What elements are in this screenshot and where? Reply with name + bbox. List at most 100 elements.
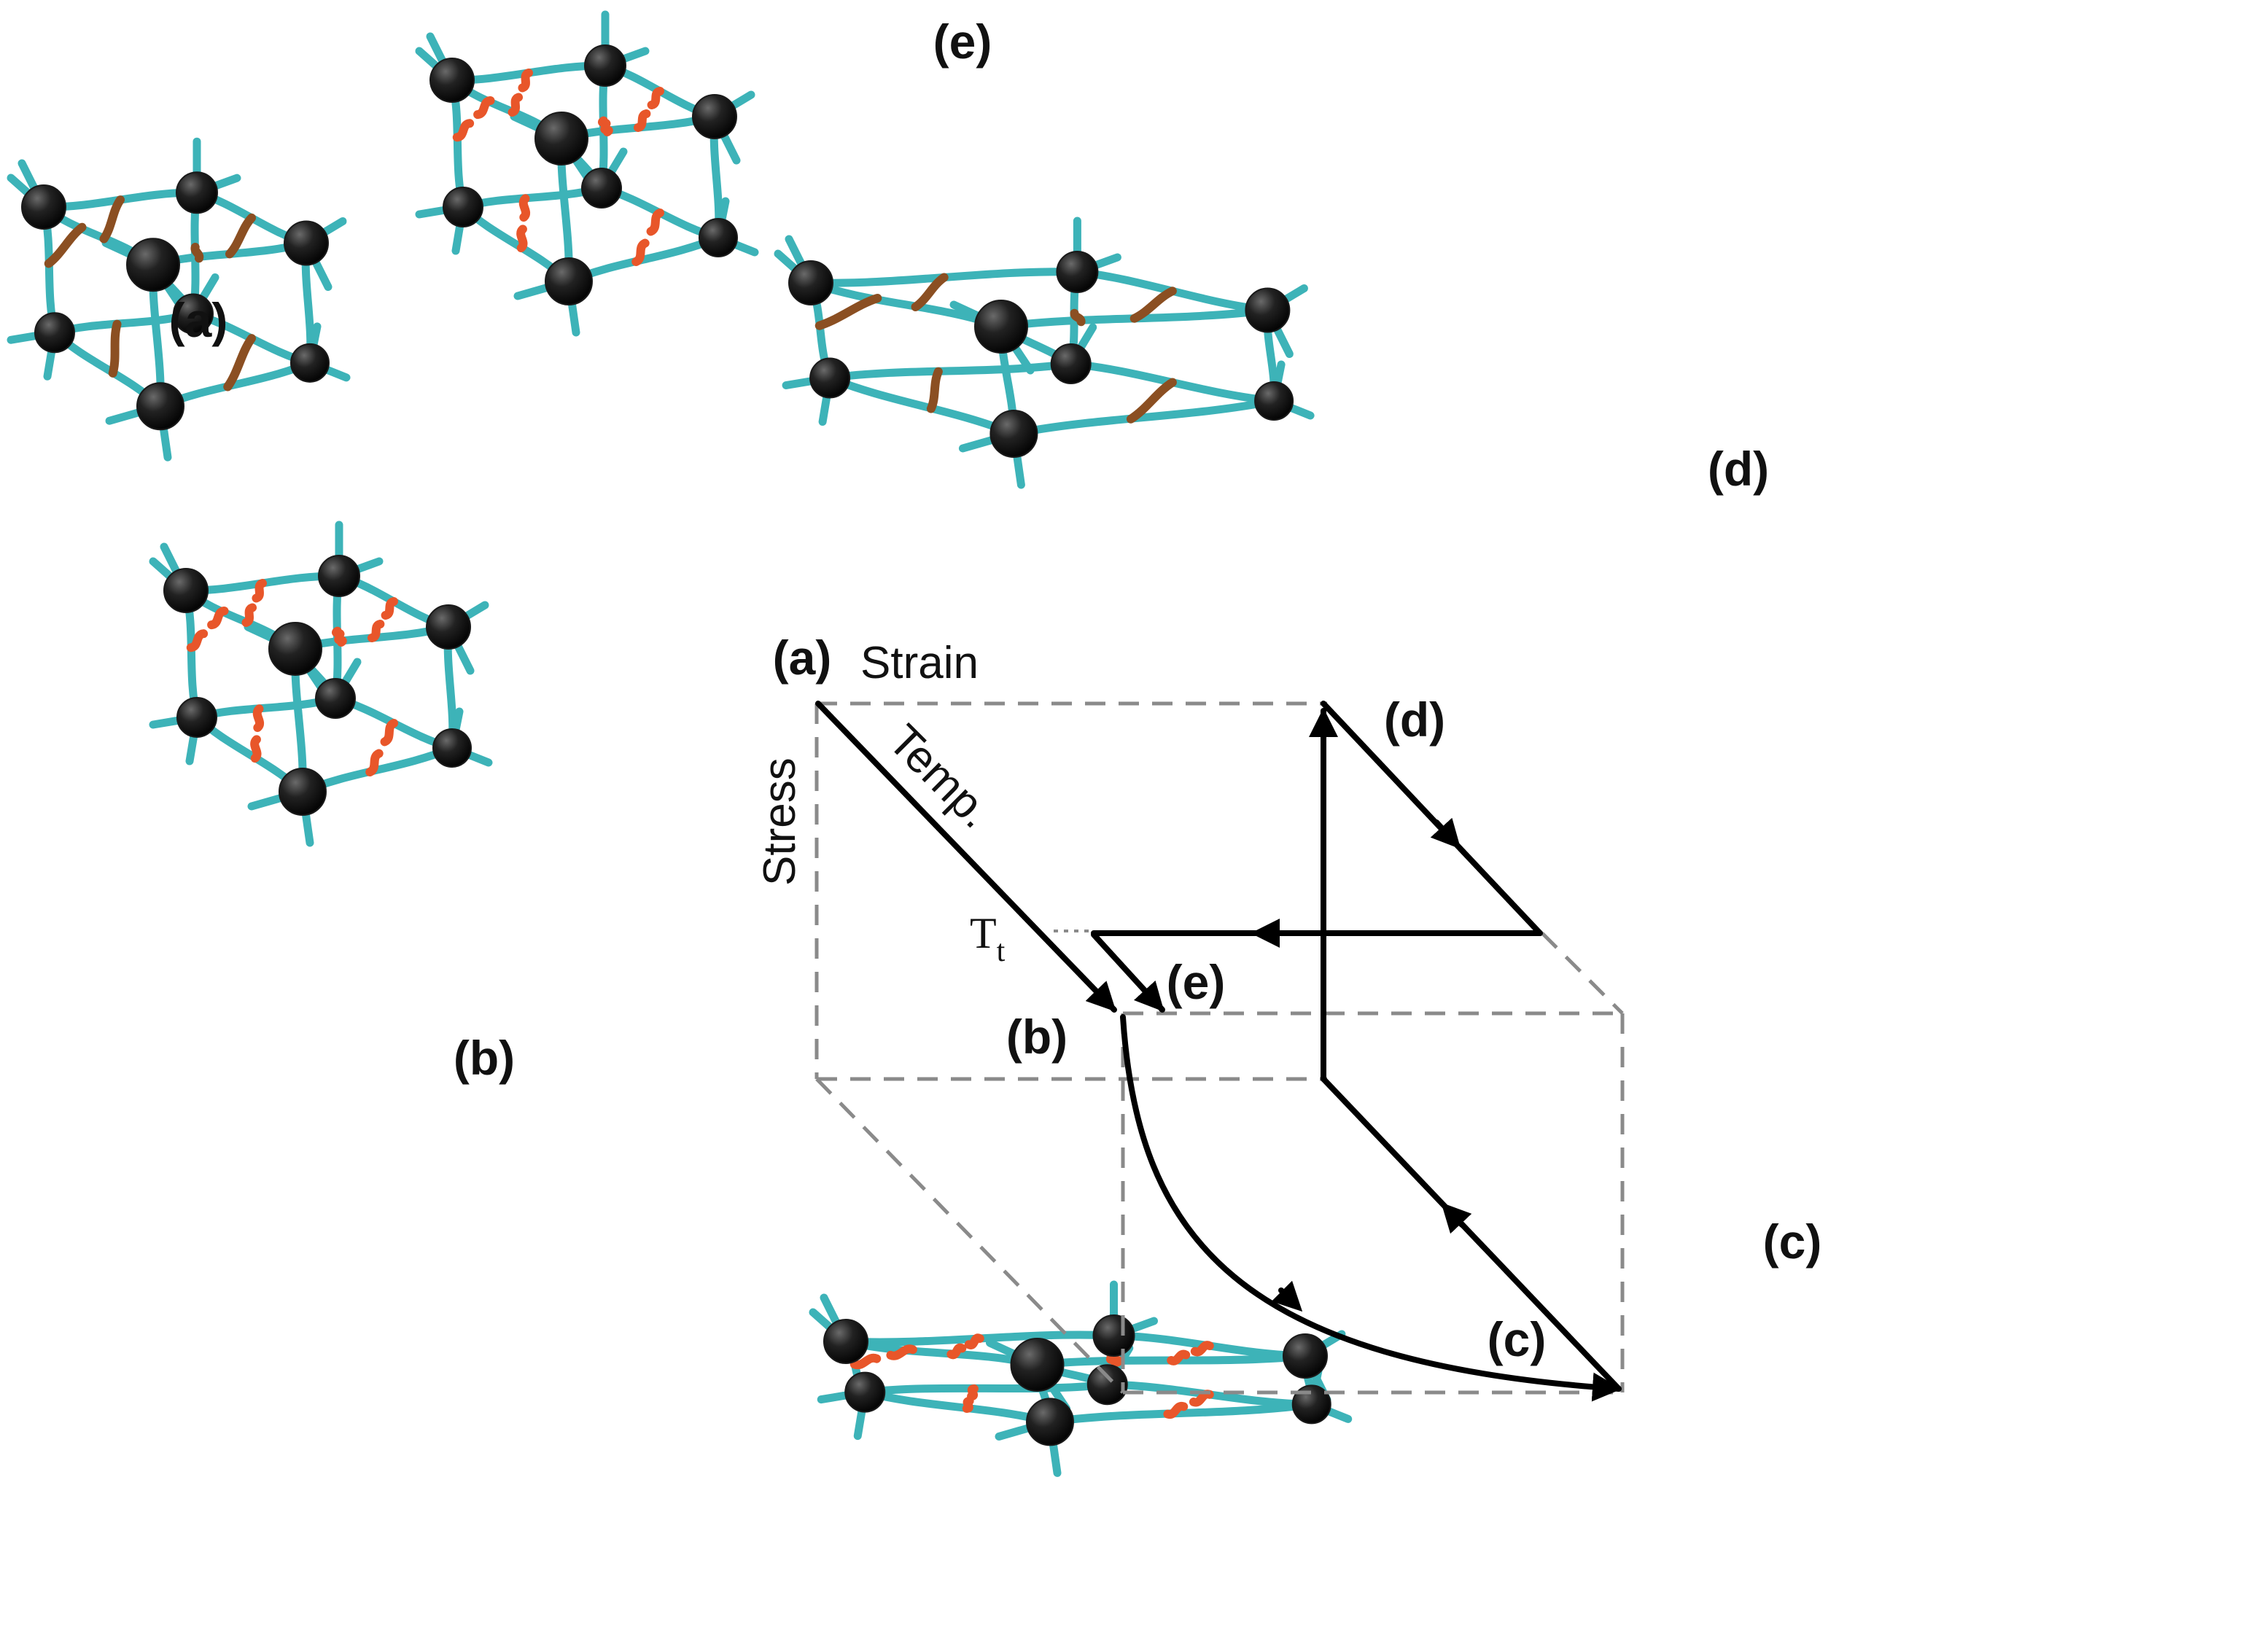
broken-crosslink <box>1190 1341 1214 1357</box>
crosslink <box>1126 378 1177 424</box>
polymer-chain <box>860 1388 1054 1426</box>
crosslink <box>225 213 256 259</box>
netpoints <box>163 555 472 816</box>
netpoints <box>21 171 330 431</box>
netpoint <box>176 171 218 214</box>
polymer-chains <box>774 217 1315 489</box>
netpoint <box>284 220 329 266</box>
broken-crosslink <box>647 87 664 109</box>
netpoint <box>21 184 66 230</box>
network-panel-c <box>809 1280 1353 1477</box>
polymer-chains <box>809 1280 1353 1477</box>
broken-crosslink <box>186 629 209 652</box>
network-panel-d <box>774 217 1315 489</box>
cycle-paths <box>815 701 1622 1402</box>
broken-crosslink <box>518 69 533 93</box>
panel-label-b: (b) <box>454 1031 515 1085</box>
polymer-chain <box>1046 1400 1316 1426</box>
panel-label-c: (c) <box>1763 1215 1822 1269</box>
panel-label-d: (d) <box>1708 442 1769 496</box>
arrow-b-to-c <box>1271 1280 1303 1312</box>
crosslink <box>108 319 122 378</box>
broken-crosslink <box>946 1343 967 1360</box>
netpoint <box>318 555 360 597</box>
axis-label-strain: Strain <box>860 638 979 688</box>
netpoint <box>268 622 322 676</box>
crosslink <box>190 243 204 263</box>
path-a-to-b <box>815 701 1117 1013</box>
broken-crosslink <box>250 735 262 763</box>
polymer-chain <box>193 694 340 722</box>
broken-crosslink <box>452 119 475 142</box>
crosslinks <box>814 273 1177 424</box>
panel-label-e: (e) <box>933 15 992 69</box>
polymer-chain <box>825 359 1076 382</box>
netpoint <box>1086 1364 1128 1406</box>
netpoint <box>1291 1384 1331 1425</box>
path-b-to-c <box>1120 1014 1622 1402</box>
crosslinks <box>44 195 256 391</box>
panel-label-a: (a) <box>169 293 228 347</box>
guide-box <box>814 701 1625 1395</box>
crosslinks <box>452 69 664 266</box>
axis-label-temp: Temp. <box>879 715 1001 838</box>
netpoint <box>1056 251 1099 293</box>
point-label-a: (a) <box>773 631 832 685</box>
broken-crosslink <box>1163 1401 1189 1419</box>
netpoint <box>279 768 327 816</box>
netpoint <box>844 1371 886 1413</box>
netpoint <box>1092 1314 1135 1357</box>
network-panel-b <box>149 521 493 847</box>
netpoint <box>443 187 483 227</box>
broken-crosslink <box>368 620 385 642</box>
broken-crosslink <box>631 238 650 266</box>
crosslink <box>44 222 87 268</box>
broken-crosslink <box>365 749 384 776</box>
polymer-chain <box>459 184 606 211</box>
crosslink <box>99 195 125 243</box>
broken-crosslink <box>1167 1349 1191 1365</box>
point-label-e: (e) <box>1167 955 1226 1009</box>
netpoint <box>581 168 622 209</box>
netpoint <box>163 568 209 613</box>
netpoints <box>429 44 738 305</box>
netpoint <box>1245 287 1291 333</box>
broken-crosslink <box>849 1353 882 1370</box>
tt-label: Tt <box>970 909 1006 968</box>
netpoint <box>126 238 180 292</box>
arrow-c-up <box>1441 1202 1472 1234</box>
broken-crosslink <box>598 116 611 130</box>
path-tt-to-e <box>1091 932 1165 1013</box>
netpoint <box>974 300 1028 354</box>
crosslink <box>926 367 943 413</box>
netpoints <box>788 251 1294 458</box>
broken-crosslink <box>634 109 651 132</box>
broken-crosslink <box>252 579 267 603</box>
broken-crosslink <box>516 225 528 253</box>
crosslinks <box>849 1333 1214 1419</box>
network-panel-a <box>7 137 351 461</box>
netpoint <box>584 44 626 87</box>
broken-crosslink <box>252 704 265 733</box>
point-label-d: (d) <box>1384 693 1445 747</box>
netpoint <box>809 357 851 399</box>
stress-strain-temperature-cycle: (a) Strain Stress Temp. Tt (b) (e) (d) (… <box>755 631 1625 1402</box>
netpoint <box>426 604 471 650</box>
broken-crosslink <box>964 1333 984 1349</box>
broken-crosslink <box>646 209 664 236</box>
netpoints <box>823 1314 1331 1446</box>
netpoint <box>1050 343 1092 384</box>
netpoint <box>34 312 75 354</box>
broken-crosslink <box>473 96 495 120</box>
netpoint <box>545 257 593 305</box>
netpoint <box>788 260 833 305</box>
broken-crosslink <box>1105 1353 1119 1364</box>
point-label-b: (b) <box>1006 1010 1068 1064</box>
netpoint <box>136 382 184 431</box>
broken-crosslink <box>207 607 229 630</box>
netpoint <box>1283 1333 1328 1379</box>
crosslink <box>814 294 882 330</box>
netpoint <box>1026 1398 1074 1446</box>
netpoint <box>432 728 472 768</box>
netpoint <box>989 410 1038 458</box>
